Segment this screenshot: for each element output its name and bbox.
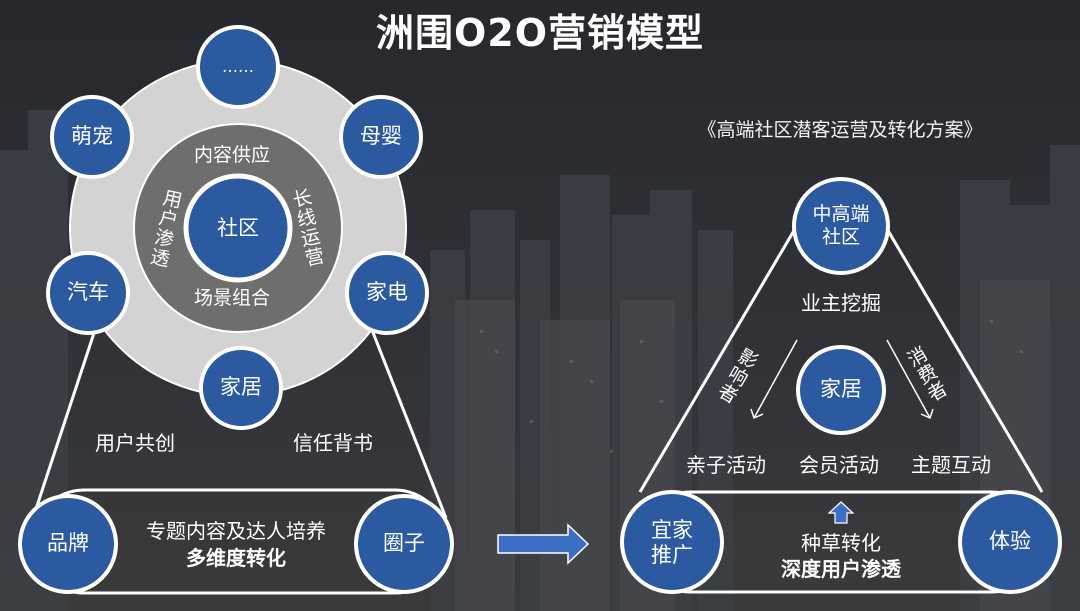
- satellite-node-pet: [50, 95, 134, 179]
- satellite-node-baby: [339, 95, 423, 179]
- satellite-baby-label: 母婴: [360, 124, 402, 148]
- side-label-co-creation: 用户共创: [95, 431, 175, 455]
- activity-parent-child: 亲子活动: [686, 453, 766, 477]
- right-top-node: [792, 177, 890, 275]
- right-bottom-left-node: [620, 490, 724, 594]
- page-title: 洲围O2O营销模型: [375, 11, 705, 55]
- satellite-car-label: 汽车: [67, 280, 109, 304]
- right-bottom-left-label: 宜家 推广: [651, 518, 693, 568]
- right-center-node: [796, 345, 886, 435]
- plan-subtitle: 《高端社区潜客运营及转化方案》: [697, 119, 983, 141]
- activity-member: 会员活动: [799, 453, 879, 477]
- base-circle-label: 圈子: [383, 531, 425, 555]
- transition-arrow: [497, 523, 590, 565]
- deep-penetration-label: 深度用户渗透: [781, 557, 901, 581]
- right-bottom-right-label: 体验: [989, 529, 1031, 553]
- right-model-arrows: [750, 339, 934, 420]
- base-brand-label: 品牌: [47, 531, 89, 555]
- side-label-trust: 信任背书: [293, 431, 373, 455]
- satellite-node-top: [196, 25, 280, 109]
- satellite-top-label: ……: [222, 57, 254, 76]
- right-top-node-label: 中高端 社区: [812, 203, 870, 248]
- seeding-conversion-label: 种草转化: [801, 531, 881, 555]
- base-node-brand: [18, 494, 118, 594]
- satellite-node-car: [46, 251, 130, 335]
- inner-ring-top-label: 内容供应: [194, 144, 271, 166]
- base-line-2: 多维度转化: [186, 546, 286, 570]
- base-line-1: 专题内容及达人培养: [146, 519, 326, 543]
- right-center-node-label: 家居: [820, 377, 862, 401]
- satellite-home-label: 家居: [220, 375, 262, 399]
- satellite-node-home: [199, 346, 283, 430]
- satellite-pet-label: 萌宠: [71, 124, 113, 148]
- satellite-appliance-label: 家电: [366, 280, 408, 304]
- satellite-node-appliance: [345, 251, 429, 335]
- center-community-node: [183, 173, 293, 283]
- activity-theme: 主题互动: [911, 453, 991, 477]
- inner-ring-bottom-label: 场景组合: [194, 287, 271, 309]
- center-community-label: 社区: [217, 216, 259, 240]
- base-node-circle: [354, 494, 454, 594]
- up-arrow: [827, 501, 855, 524]
- owner-mining-label: 业主挖掘: [801, 291, 881, 315]
- right-bottom-right-node: [958, 490, 1062, 594]
